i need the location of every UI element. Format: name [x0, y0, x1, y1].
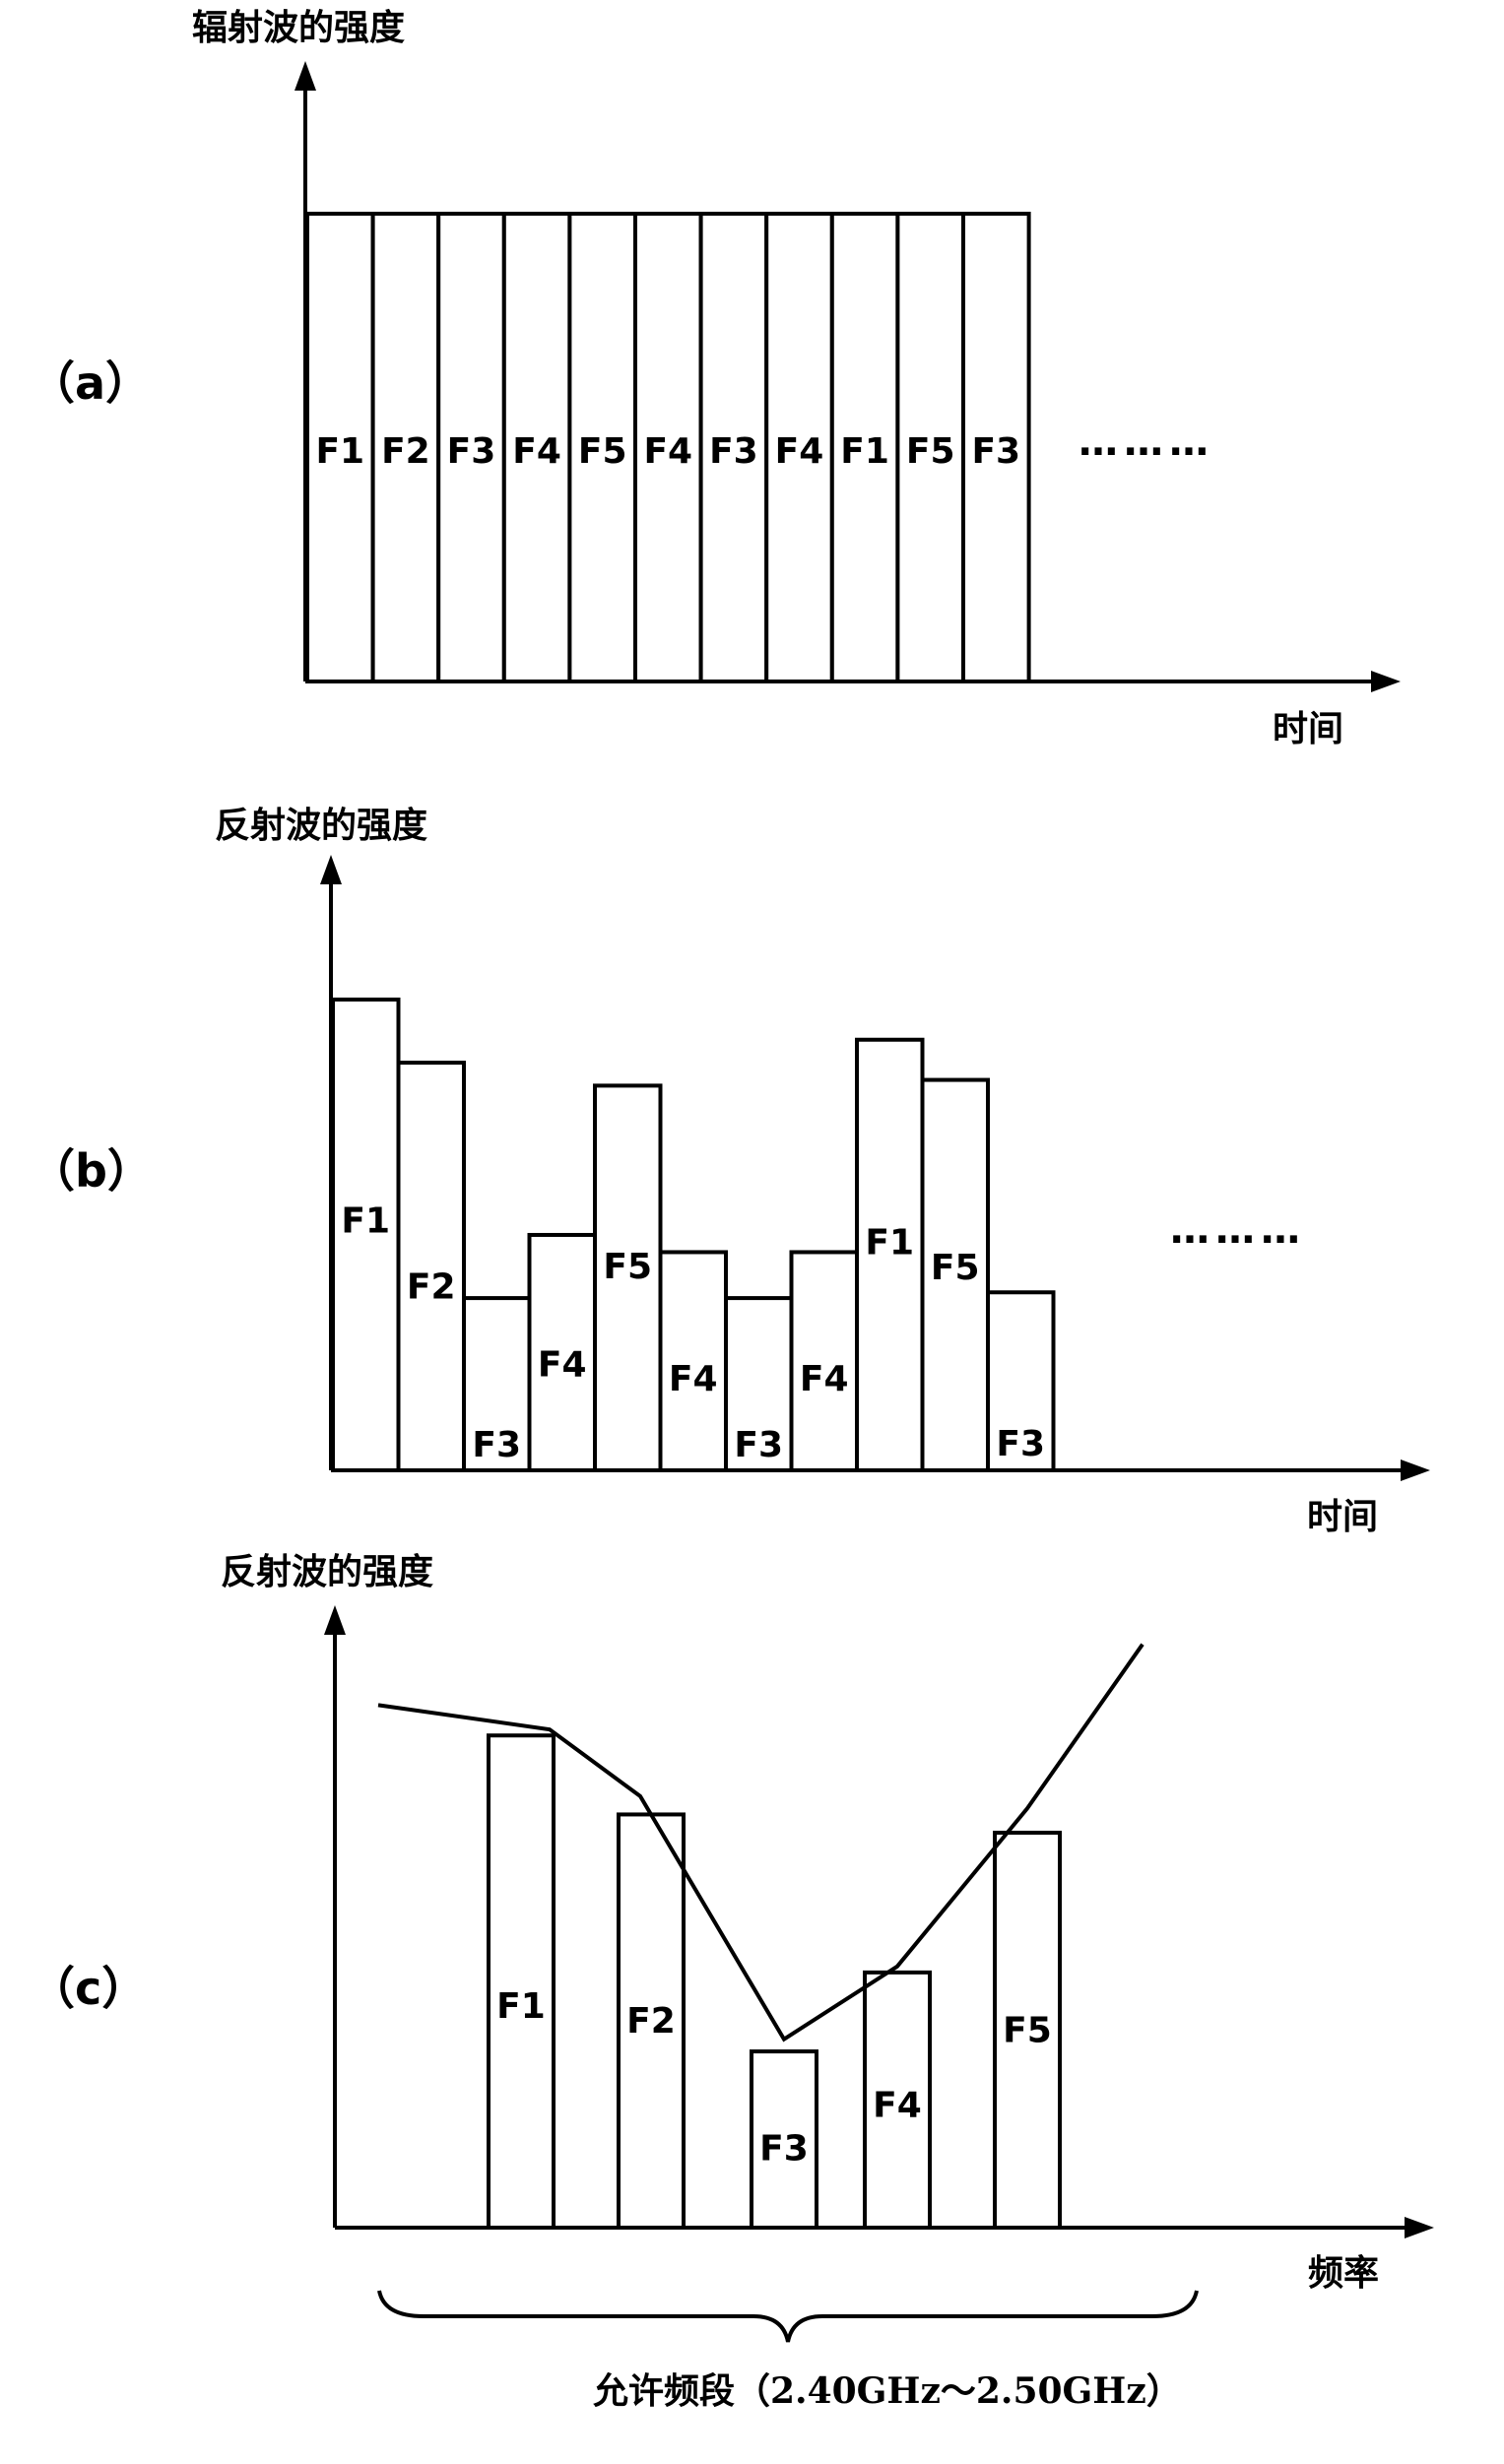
panel-b-y-arrow	[320, 855, 342, 884]
bar-f4-8	[764, 212, 834, 683]
bar-label-f3-7: F3	[709, 431, 758, 472]
bar-label-f4-4: F4	[512, 431, 561, 472]
panel-a-bars: F1 F2 F3 F4 F5 F4 F3 F4 F1 F5 F3	[305, 212, 1031, 683]
bar-label-f1-9: F1	[865, 1222, 914, 1263]
bar-f4-4	[863, 1970, 932, 2230]
bar-label-f4-6: F4	[643, 431, 692, 472]
bar-label-f3-11: F3	[971, 431, 1020, 472]
bar-f3-11	[986, 1290, 1056, 1473]
bar-label-f2-2: F2	[381, 431, 430, 472]
panel-b-xlabel: 时间	[1307, 1497, 1378, 1537]
panel-a-ellipsis: ………	[1079, 420, 1214, 465]
bar-f3-7	[724, 1296, 794, 1472]
bar-f1-9	[829, 212, 900, 683]
bar-label-f2-2: F2	[626, 2001, 676, 2042]
panel-c-trend-line	[377, 1643, 1144, 2043]
panel-c-xlabel: 频率	[1308, 2253, 1379, 2294]
panel-a: （a） 辐射波的强度 时间 ……… F1 F2 F3 F4 F5 F4 F3 F4 F1 F5 F3	[30, 8, 1401, 749]
panel-c-label: （c）	[30, 1962, 147, 2015]
bar-label-f2-2: F2	[407, 1267, 456, 1308]
bar-label-f4-4: F4	[538, 1344, 587, 1385]
bar-label-f4-4: F4	[873, 2086, 922, 2126]
bar-f3-3	[436, 212, 506, 683]
bar-label-f1-1: F1	[341, 1201, 390, 1242]
bar-f3-3	[750, 2049, 818, 2231]
bar-label-f4-6: F4	[669, 1359, 718, 1399]
panel-a-label: （a）	[30, 357, 151, 410]
panel-b-ylabel: 反射波的强度	[215, 806, 427, 846]
bar-f5-10	[920, 1077, 990, 1473]
bar-f2-2	[396, 1061, 466, 1472]
panel-c-ylabel: 反射波的强度	[221, 1552, 433, 1592]
bar-label-f5-5: F5	[1003, 2010, 1052, 2050]
bar-label-f1-1: F1	[315, 431, 364, 472]
panel-c-brace	[377, 2290, 1199, 2343]
panel-a-ylabel: 辐射波的强度	[192, 8, 405, 48]
bar-label-f3-3: F3	[472, 1425, 521, 1465]
bar-f3-11	[961, 212, 1031, 683]
panel-a-x-arrow	[1371, 671, 1401, 692]
bar-f5-10	[895, 212, 966, 683]
panel-a-y-arrow	[294, 61, 316, 91]
bar-label-f5-5: F5	[603, 1247, 652, 1287]
panel-a-xlabel: 时间	[1273, 709, 1343, 749]
bar-label-f4-8: F4	[775, 431, 824, 472]
panel-c-brace-label: 允许频段（2.40GHz～2.50GHz）	[593, 2370, 1182, 2412]
bar-f4-4	[501, 212, 572, 683]
panel-b-x-arrow	[1401, 1459, 1430, 1481]
panel-b-label: （b）	[30, 1144, 153, 1198]
bar-f5-5	[993, 1830, 1062, 2230]
bar-label-f5-10: F5	[906, 431, 955, 472]
bar-f4-8	[789, 1250, 859, 1472]
bar-label-f5-10: F5	[931, 1248, 980, 1288]
bar-label-f3-7: F3	[734, 1425, 783, 1465]
bar-f2-2	[617, 1812, 686, 2230]
bar-label-f3-3: F3	[447, 431, 496, 472]
bar-f4-6	[633, 212, 703, 683]
bar-label-f3-11: F3	[996, 1424, 1045, 1464]
bar-label-f1-9: F1	[840, 431, 889, 472]
bar-label-f5-5: F5	[578, 431, 627, 472]
bar-label-f4-8: F4	[800, 1359, 849, 1399]
bar-f3-7	[698, 212, 769, 683]
bar-f1-1	[331, 997, 401, 1472]
panel-b-ellipsis: ………	[1170, 1207, 1306, 1253]
panel-c-x-arrow	[1405, 2217, 1434, 2238]
panel-c-y-arrow	[324, 1605, 346, 1635]
bar-label-f1-1: F1	[496, 1986, 546, 2027]
bar-label-f3-3: F3	[759, 2128, 809, 2169]
bar-f1-1	[487, 1733, 556, 2230]
